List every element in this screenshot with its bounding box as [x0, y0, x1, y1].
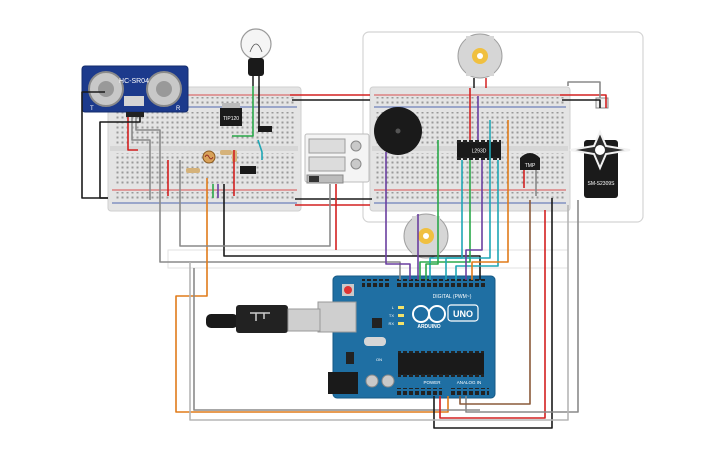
wire-bottom-red	[439, 210, 546, 419]
wire-left-gnd-rail	[81, 91, 108, 199]
temp-sensor-label: TMP	[525, 163, 536, 169]
sim-boundary	[362, 31, 644, 223]
wire-right-top-red	[560, 94, 607, 108]
wire-sensor-echo	[135, 117, 401, 280]
arduino-analog-label: ANALOG IN	[457, 380, 482, 385]
wire-sensor-vcc	[127, 117, 138, 151]
wire-jumper-gray-1	[193, 268, 480, 411]
wire-green-2	[425, 140, 439, 280]
wire-servo-gray	[567, 81, 601, 98]
wire-sensor-trig	[131, 117, 151, 200]
seven-segment-module[interactable]	[304, 133, 370, 183]
arduino-uno-board[interactable]	[317, 275, 496, 399]
wire-display-gray	[179, 160, 331, 247]
arduino-digital-label: DIGITAL (PWM~)	[433, 294, 472, 300]
sensor-pin-r-label: R	[176, 106, 181, 112]
resistor-1[interactable]	[220, 150, 232, 155]
arduino-power-label: POWER	[423, 380, 441, 385]
arduino-on-label: ON	[376, 357, 382, 362]
servo-label: SM-S2309S	[588, 181, 616, 187]
arduino-brand-label: ARDUINO	[417, 324, 440, 330]
wire-teal-2	[445, 120, 491, 280]
arduino-led-l-label: L	[392, 305, 395, 310]
wire-bulb-green	[232, 86, 254, 137]
sensor-pin-t-label: T	[90, 106, 94, 112]
wire-right-top-black	[562, 99, 601, 108]
wire-bottom-gray-2	[189, 205, 569, 421]
photoresistor[interactable]	[202, 150, 216, 164]
slide-switch[interactable]	[306, 174, 344, 184]
wire-buzzer-purple	[385, 152, 411, 280]
wire-orange-2	[471, 120, 509, 280]
temperature-sensor[interactable]	[520, 153, 540, 170]
arduino-led-rx-label: RX	[388, 321, 394, 326]
servo-motor[interactable]	[569, 97, 631, 198]
transistor-tip120[interactable]	[220, 103, 242, 126]
wire-green-1	[419, 160, 471, 280]
resistor-2[interactable]	[186, 168, 200, 173]
wire-jumper-black-2	[223, 184, 481, 280]
wire-teal-3	[455, 160, 499, 280]
transistor-label: TIP120	[223, 116, 239, 122]
usb-cable	[206, 305, 321, 333]
dc-motor-bottom[interactable]	[403, 213, 449, 259]
wire-bottom-brown	[459, 200, 531, 405]
small-ic[interactable]	[240, 166, 256, 174]
wire-jumper-teal-1	[257, 139, 263, 160]
light-bulb[interactable]	[240, 28, 272, 86]
wire-bottom-black	[433, 198, 553, 429]
diode[interactable]	[258, 126, 272, 132]
dc-motor-top[interactable]	[457, 33, 503, 88]
arduino-model-label: UNO	[453, 309, 473, 319]
wires	[81, 81, 607, 429]
piezo-buzzer[interactable]	[374, 107, 422, 155]
wire-purple-2	[465, 160, 483, 280]
motor-driver-label: L293D	[472, 149, 487, 155]
sensor-model-label: HC-SR04	[119, 78, 149, 85]
ultrasonic-sensor-hc-sr04[interactable]	[81, 65, 189, 117]
wire-bulb-black	[258, 86, 268, 129]
arduino-led-tx-label: TX	[389, 313, 394, 318]
